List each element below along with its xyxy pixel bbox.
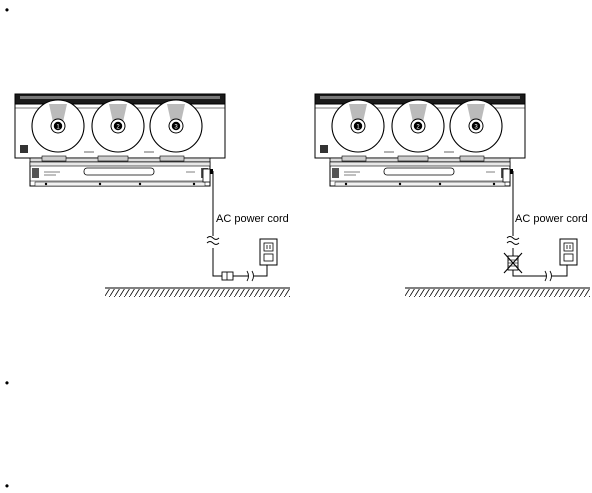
disc-2: 2 bbox=[92, 100, 144, 152]
disc-1: 1 bbox=[32, 100, 84, 152]
disc-2: 2 bbox=[392, 100, 444, 152]
disc-3: 3 bbox=[450, 100, 502, 152]
diagram-right: 1 2 3 AC power cord bbox=[315, 94, 590, 297]
disc-3: 3 bbox=[150, 100, 202, 152]
ac-power-cord-label: AC power cord bbox=[216, 213, 289, 225]
disc-1: 1 bbox=[332, 100, 384, 152]
ac-power-cord-label: AC power cord bbox=[515, 213, 588, 225]
cord-connector bbox=[222, 272, 233, 280]
crossed-bundle-icon bbox=[504, 253, 522, 273]
diagram-left: 1 2 3 AC power cord bbox=[15, 94, 290, 297]
